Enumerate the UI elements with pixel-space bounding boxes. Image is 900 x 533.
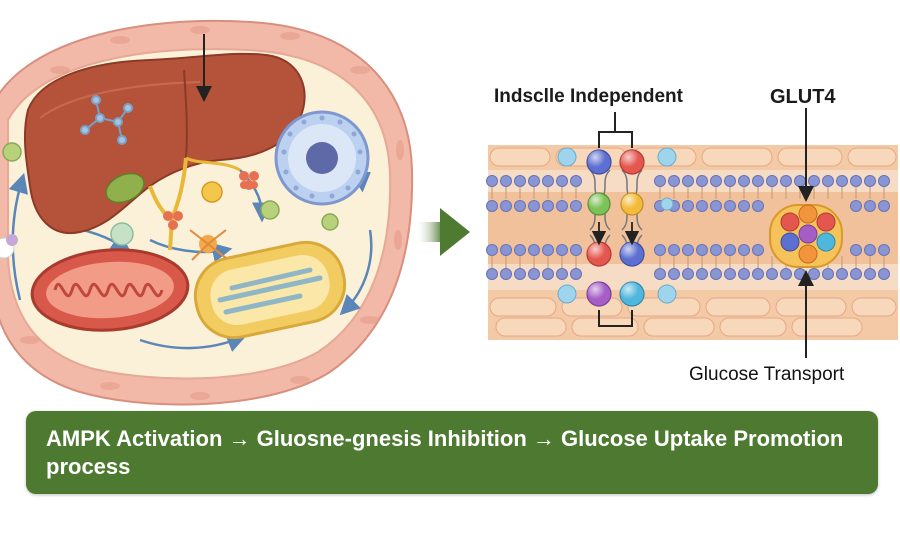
insulin-independent-label: Indsclle Independent [494,86,683,107]
lipid-head [864,175,876,187]
lipid-head [864,244,876,256]
lipid-head [850,200,862,212]
lipid-head [570,268,582,280]
lipid-head [696,268,708,280]
lipid-head [850,244,862,256]
lipid-head [514,244,526,256]
lipid-head [752,244,764,256]
lipid-head [654,268,666,280]
lipid-head [710,175,722,187]
lipid-head [766,175,778,187]
lipid-head [542,175,554,187]
lipid-head [682,268,694,280]
lipid-head [556,175,568,187]
lipid-head [780,268,792,280]
lipid-head [486,244,498,256]
lipid-head [528,244,540,256]
lipid-head [850,175,862,187]
lipid-head [668,268,680,280]
lipid-head [556,200,568,212]
lipid-head [878,175,890,187]
lipid-head [780,175,792,187]
lipid-head [724,175,736,187]
lipid-head [864,268,876,280]
insulin-independent-channels [586,112,645,327]
lipid-head [738,200,750,212]
lipid-head [486,200,498,212]
lipid-head [864,200,876,212]
lipid-head [654,175,666,187]
lipid-head [668,244,680,256]
lipid-head [542,268,554,280]
lipid-head [514,268,526,280]
lipid-head [514,200,526,212]
lipid-head [738,175,750,187]
lipid-head [542,244,554,256]
lipid-head [682,175,694,187]
lipid-head [766,268,778,280]
lipid-head [710,200,722,212]
lipid-head [500,175,512,187]
lipid-head [514,175,526,187]
lipid-head [752,200,764,212]
lipid-head [696,200,708,212]
mitochondrion-icon [30,248,190,332]
lipid-head [836,268,848,280]
lipid-head [528,175,540,187]
lipid-head [528,268,540,280]
lipid-head [738,268,750,280]
glucose-transport-label: Glucose Transport [689,364,845,385]
lipid-head [500,244,512,256]
membrane-panel [486,108,898,358]
lipid-head [528,200,540,212]
lipid-head [486,175,498,187]
lipid-head [500,200,512,212]
lipid-head [570,200,582,212]
lipid-head [752,268,764,280]
lipid-head [682,244,694,256]
lipid-head [710,244,722,256]
glut4-transporter-icon [769,204,843,268]
lipid-head [878,200,890,212]
cell-illustration [0,19,414,406]
lipid-head [682,200,694,212]
nucleus-icon [274,110,370,206]
lipid-head [808,268,820,280]
lipid-head [878,244,890,256]
lipid-head [654,244,666,256]
lipid-head [486,268,498,280]
glucose-molecules [557,147,677,304]
lipid-head [696,244,708,256]
glut4-label: GLUT4 [770,86,836,108]
lipid-head [570,244,582,256]
lipid-head [822,268,834,280]
lipid-head [808,175,820,187]
lipid-head [794,175,806,187]
lipid-head [822,175,834,187]
lipid-head [556,244,568,256]
lipid-head [724,200,736,212]
lipid-head [710,268,722,280]
lipid-head [836,175,848,187]
lipid-head [794,268,806,280]
lipid-head [878,268,890,280]
lipid-head [556,268,568,280]
cytoplasm-molecules [0,142,339,261]
lipid-head [752,175,764,187]
lipid-head [724,268,736,280]
lipid-head [570,175,582,187]
lipid-head [542,200,554,212]
endoplasmic-reticulum-icon [193,240,347,340]
transport-arrow-icon [415,208,470,256]
lipid-head [696,175,708,187]
lipid-head [724,244,736,256]
process-banner: AMPK Activation → Gluosne-gnesis Inhibit… [26,411,878,494]
lipid-head [738,244,750,256]
process-banner-text: AMPK Activation → Gluosne-gnesis Inhibit… [46,426,844,479]
lipid-head [668,175,680,187]
lipid-head [850,268,862,280]
lipid-head [500,268,512,280]
